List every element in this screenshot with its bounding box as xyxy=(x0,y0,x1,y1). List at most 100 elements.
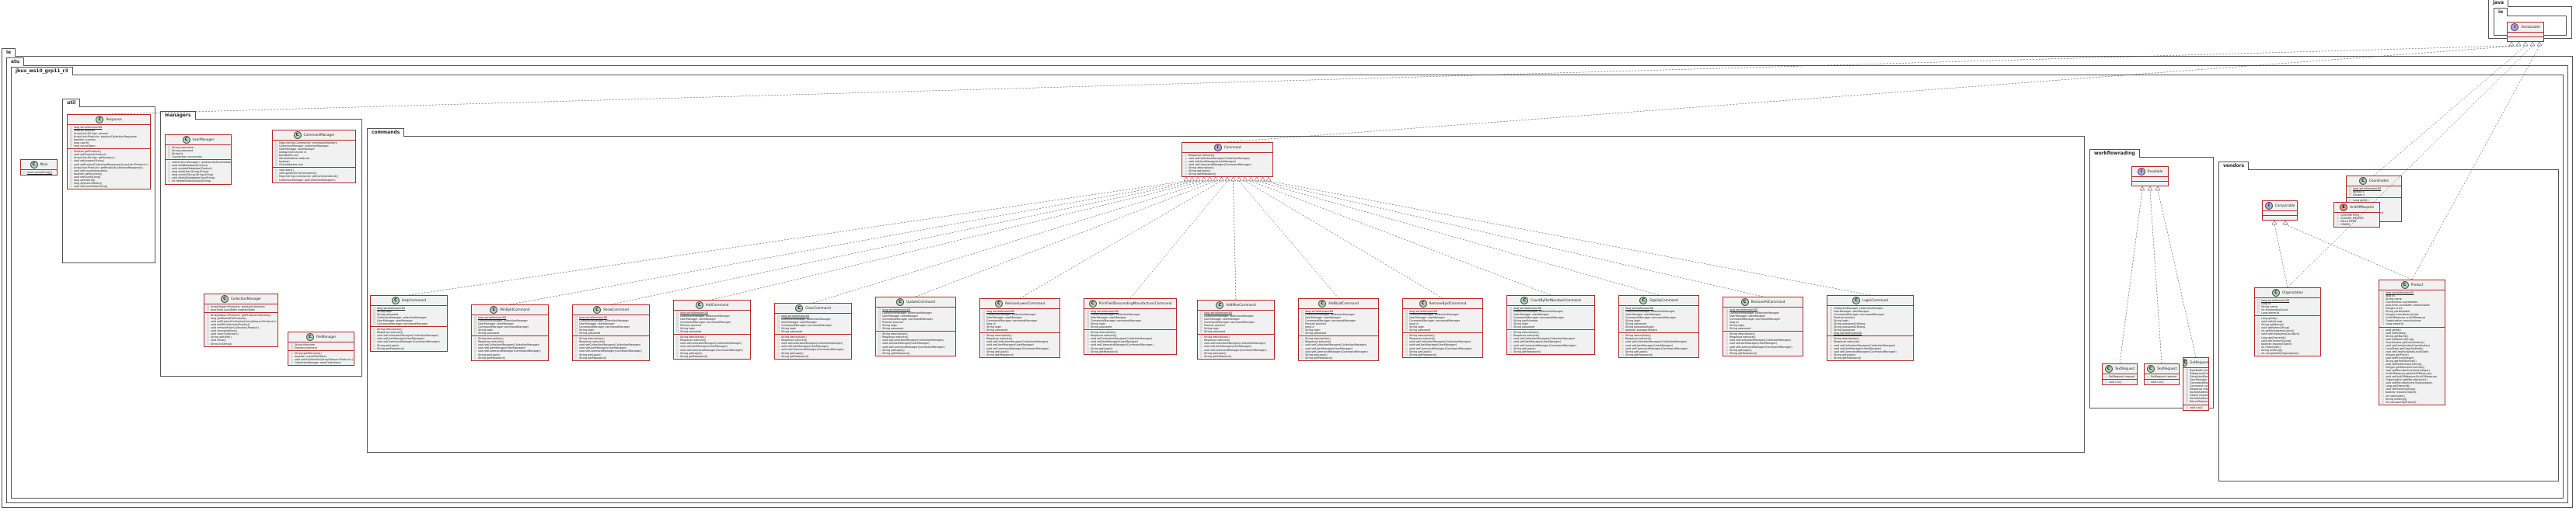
class-name: MinByIdCommand xyxy=(500,307,530,311)
fields-section: □long serialVersionUID□CollectionManager… xyxy=(1084,309,1176,331)
members-section: ◇Response execute()◇void setCollectionMa… xyxy=(1182,153,1272,176)
visibility-icon: ○ xyxy=(2186,405,2188,409)
fields-section: ◇GetRequest request xyxy=(2145,374,2179,381)
member-row: ○void setOwnerId(Long) xyxy=(2382,388,2442,391)
member-text: CollectionManager getCollectionManager() xyxy=(279,178,336,182)
visibility-icon: ○ xyxy=(1301,356,1304,360)
visibility-icon: ○ xyxy=(373,337,375,341)
member-text: void run() xyxy=(2109,381,2122,384)
member-text: CommandManager commandManager xyxy=(1305,319,1356,323)
member-row: ○void removeFromCollection(Product) xyxy=(207,326,275,329)
member-text: void setCollectionManager(CollectionMana… xyxy=(1189,157,1251,161)
member-text: Organization getManufacturer() xyxy=(2386,378,2428,382)
member-text: long serialVersionUID xyxy=(1625,307,1654,310)
visibility-icon: □ xyxy=(2349,193,2352,197)
class-name: FileManager xyxy=(316,334,337,339)
member-row: ○String getName() xyxy=(2257,323,2318,326)
member-row: □CommandManager commandManager xyxy=(777,324,849,327)
member-row: □CommandManager commandManager xyxy=(474,325,546,328)
visibility-icon: □ xyxy=(1621,319,1625,323)
member-text: UserManager userManager xyxy=(882,315,918,318)
visibility-icon: ○ xyxy=(2257,351,2260,355)
member-text: void setUserId(long) xyxy=(74,175,101,179)
member-text: CommandManager commandManager xyxy=(377,322,428,326)
member-text: CollectionManager collectionManager xyxy=(579,319,629,323)
visibility-icon: □ xyxy=(168,152,171,156)
class-name: CollectionManager xyxy=(230,296,262,301)
member-text: String login xyxy=(377,310,393,314)
visibility-icon: ○ xyxy=(1405,353,1408,356)
member-text: String getPassword() xyxy=(1091,349,1119,353)
visibility-icon: ○ xyxy=(1726,351,1728,355)
member-row: □Response response xyxy=(2186,388,2208,391)
member-row: ○void run() xyxy=(2147,381,2176,384)
member-row: ○void getAnyPrintCommand() xyxy=(275,172,353,175)
member-text: long serialVersionUID xyxy=(1091,310,1119,313)
member-row: □CollectionManager collectionManager xyxy=(1200,315,1272,318)
member-text: int hashCode() xyxy=(2386,394,2405,398)
member-text: String description() xyxy=(579,337,605,341)
stereotype-icon: C xyxy=(30,161,38,169)
member-text: String login xyxy=(478,328,494,332)
serializable-arrow xyxy=(2536,41,2543,47)
member-text: Long id xyxy=(2261,302,2271,306)
member-text: long serialVersionUID xyxy=(1305,310,1334,313)
member-text: Integer getManufactureCost() xyxy=(2386,366,2425,370)
member-row: ○void setCommandManager(CommandManager) xyxy=(1510,344,1592,347)
members-section: ○String description()○Response execute()… xyxy=(1299,336,1378,360)
member-row: □String password xyxy=(1200,330,1272,333)
member-row: □String login xyxy=(1405,325,1480,328)
member-text: void setCommandManager(CommandManager) xyxy=(1730,345,1792,349)
stereotype-icon: C xyxy=(490,306,498,314)
member-text: String getName() xyxy=(2386,334,2409,338)
member-row: □CollectionManager collectionManager xyxy=(474,319,546,322)
visibility-icon: □ xyxy=(983,319,986,323)
visibility-icon: ○ xyxy=(2257,326,2260,330)
member-row: □UserManager userManager xyxy=(983,316,1057,319)
member-row: ○void setCommandManager(CommandManager) xyxy=(777,348,849,351)
visibility-icon: ○ xyxy=(2382,334,2384,338)
member-text: Coordinates coordinates xyxy=(2386,301,2418,304)
visibility-icon: □ xyxy=(676,311,679,315)
visibility-icon: ○ xyxy=(1830,356,1832,360)
member-row: ○Response execute() xyxy=(575,340,647,343)
member-text: void setCollectionManager(CollectionMana… xyxy=(1204,342,1266,346)
class-name: Command xyxy=(1223,144,1241,149)
member-text: Response execute() xyxy=(1513,334,1540,338)
member-text: CommandManager commandManager xyxy=(1834,313,1885,317)
member-row: □UnitOfMeasure unitOfMeasure xyxy=(2382,316,2442,319)
member-text: ByteBuffer buf xyxy=(2190,369,2209,372)
member-row: ○String description() xyxy=(1301,337,1376,340)
visibility-icon: ○ xyxy=(1830,340,1832,344)
visibility-icon: ○ xyxy=(291,352,293,356)
member-row: ○String getName() xyxy=(2382,335,2442,338)
member-row: □String password xyxy=(1087,325,1174,328)
visibility-icon: □ xyxy=(676,324,679,328)
member-row: ○void setUserManager(UserManager) xyxy=(1510,340,1592,343)
member-row: □CollectionManager collectionManager xyxy=(983,313,1057,316)
member-row: ○void setCommandManager(CommandManager) xyxy=(1830,350,1911,353)
member-text: String getLogin() xyxy=(1625,349,1648,353)
visibility-icon: □ xyxy=(1726,308,1729,311)
member-row: ○void setCollectionManager(CollectionMan… xyxy=(676,342,748,345)
member-text: long serialVersionUID xyxy=(1409,310,1438,313)
member-text: ClientAddress size xyxy=(279,163,303,167)
visibility-icon: □ xyxy=(2186,378,2189,382)
member-text: CommandManager commandManager xyxy=(579,325,630,329)
member-row: □String password xyxy=(676,330,748,333)
member-text: void setUserManager(UserManager) xyxy=(1409,343,1457,347)
member-text: boolean equals(Object) xyxy=(2261,342,2292,346)
member-text: ReturnResponse response xyxy=(2190,400,2209,404)
member-text: String password xyxy=(1305,332,1327,335)
member-row: □String password xyxy=(983,328,1057,332)
member-row: ○Response execute() xyxy=(1510,334,1592,337)
visibility-icon: ○ xyxy=(207,339,209,342)
